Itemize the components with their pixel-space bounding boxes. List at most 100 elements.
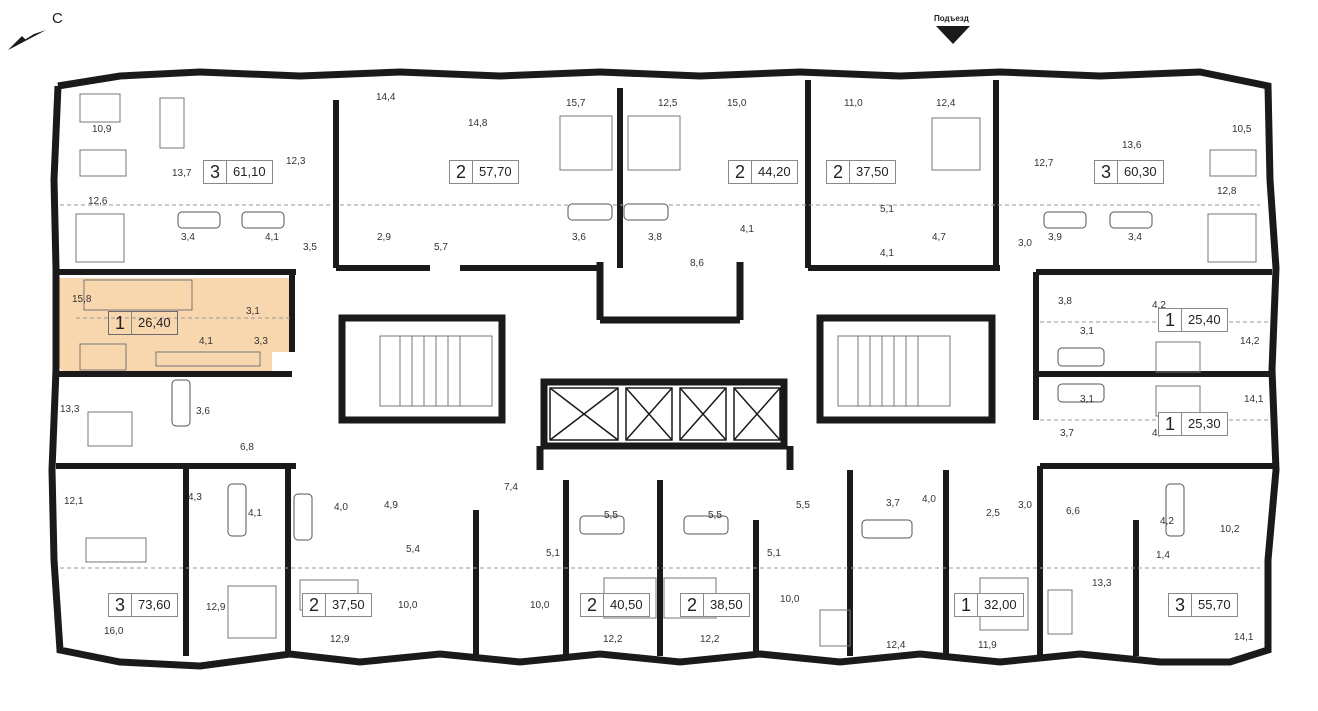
room-area-label: 4,0 <box>334 502 348 513</box>
room-area-label: 15,0 <box>727 98 747 109</box>
room-area-label: 3,5 <box>303 242 317 253</box>
room-area-label: 10,9 <box>92 124 112 135</box>
room-area-label: 12,4 <box>936 98 956 109</box>
room-area-label: 4,2 <box>1152 300 1166 311</box>
apartment-area: 61,10 <box>233 164 266 179</box>
room-area-label: 12,2 <box>700 634 720 645</box>
apartment-area: 37,50 <box>856 164 889 179</box>
apartment-rooms: 2 <box>303 594 327 616</box>
apartment-area: 60,30 <box>1124 164 1157 179</box>
apartment-rooms: 2 <box>681 594 705 616</box>
room-area-label: 14,2 <box>1240 336 1260 347</box>
apartment-rooms: 2 <box>827 161 851 183</box>
room-area-label: 4,7 <box>932 232 946 243</box>
room-area-label: 11,0 <box>844 98 863 109</box>
room-area-label: 10,0 <box>530 600 550 611</box>
room-area-label: 3,4 <box>181 232 195 243</box>
room-area-label: 15,7 <box>566 98 586 109</box>
room-area-label: 12,8 <box>1217 186 1237 197</box>
room-area-label: 5,7 <box>434 242 448 253</box>
apartment-rooms: 3 <box>1169 594 1193 616</box>
entrance-label: Подъезд <box>934 14 969 23</box>
room-area-label: 3,6 <box>572 232 586 243</box>
apartment-area: 44,20 <box>758 164 791 179</box>
room-area-label: 11,9 <box>978 640 997 651</box>
room-area-label: 10,0 <box>780 594 800 605</box>
bathtubs <box>171 203 1185 541</box>
apartment-rooms: 1 <box>955 594 979 616</box>
room-area-label: 14,1 <box>1234 632 1254 643</box>
apartment-area: 40,50 <box>610 597 643 612</box>
room-area-label: 15,8 <box>72 294 92 305</box>
apartment-rooms: 2 <box>450 161 474 183</box>
apartment-rooms: 2 <box>581 594 605 616</box>
room-area-label: 14,8 <box>468 118 488 129</box>
room-area-label: 4,1 <box>265 232 279 243</box>
room-area-label: 6,8 <box>240 442 254 453</box>
room-area-label: 6,6 <box>1066 506 1080 517</box>
building-core <box>338 262 996 470</box>
apartment-area: 57,70 <box>479 164 512 179</box>
room-area-label: 8,6 <box>690 258 704 269</box>
room-area-label: 4,0 <box>922 494 936 505</box>
room-area-label: 14,4 <box>376 92 396 103</box>
room-area-label: 5,5 <box>708 510 722 521</box>
north-arrow-icon <box>8 30 46 50</box>
room-area-label: 3,1 <box>1080 394 1094 405</box>
room-area-label: 13,3 <box>1092 578 1112 589</box>
room-area-label: 16,0 <box>104 626 124 637</box>
room-area-label: 4,9 <box>384 500 398 511</box>
room-area-label: 14,1 <box>1244 394 1264 405</box>
room-area-label: 4,1 <box>199 336 213 347</box>
room-area-label: 13,7 <box>172 168 192 179</box>
room-area-label: 5,1 <box>546 548 560 559</box>
room-area-label: 12,5 <box>658 98 678 109</box>
apartment-highlight[interactable] <box>56 278 292 372</box>
room-area-label: 2,9 <box>377 232 391 243</box>
room-area-label: 10,0 <box>398 600 418 611</box>
apartment-area: 55,70 <box>1198 597 1231 612</box>
apartment-area: 38,50 <box>710 597 743 612</box>
room-area-label: 3,8 <box>1058 296 1072 307</box>
outer-walls <box>48 68 1280 670</box>
room-area-label: 3,0 <box>1018 238 1032 249</box>
room-area-label: 5,5 <box>604 510 618 521</box>
apartment-rooms: 3 <box>109 594 133 616</box>
room-area-label: 4,1 <box>248 508 262 519</box>
room-area-label: 5,5 <box>796 500 810 511</box>
room-area-label: 12,4 <box>886 640 906 651</box>
compass-letter: С <box>52 10 63 27</box>
room-area-label: 12,2 <box>603 634 623 645</box>
apartment-area: 32,00 <box>984 597 1017 612</box>
room-area-label: 3,7 <box>1060 428 1074 439</box>
room-area-label: 10,2 <box>1220 524 1240 535</box>
room-area-label: 13,6 <box>1122 140 1142 151</box>
room-area-label: 5,4 <box>406 544 420 555</box>
room-area-label: 4,2 <box>1160 516 1174 527</box>
room-area-label: 5,1 <box>880 204 894 215</box>
room-area-label: 3,8 <box>648 232 662 243</box>
room-area-label: 12,9 <box>330 634 350 645</box>
room-area-label: 12,7 <box>1034 158 1054 169</box>
room-area-label: 12,9 <box>206 602 226 613</box>
elevators <box>549 387 781 441</box>
room-area-label: 1,4 <box>1156 550 1170 561</box>
room-area-label: 12,6 <box>88 196 108 207</box>
apartment-rooms: 2 <box>729 161 753 183</box>
